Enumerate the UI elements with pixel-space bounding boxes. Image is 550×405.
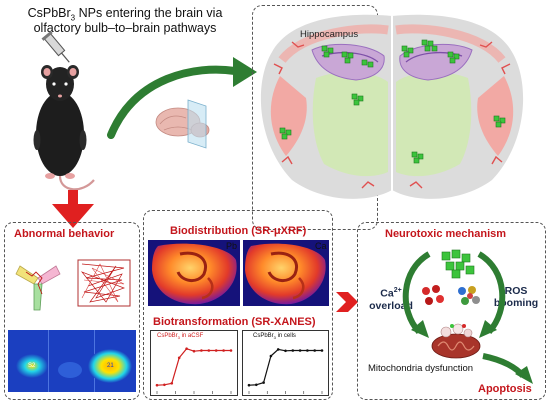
xanes-point — [214, 349, 218, 352]
syringe-icon — [41, 30, 70, 63]
xanes-point — [262, 381, 265, 384]
apoptosis-label: Apoptosis — [478, 383, 532, 395]
funnel-arrow — [52, 190, 94, 228]
hippocampus-label: Hippocampus — [300, 29, 359, 40]
xanes-point — [192, 349, 196, 353]
calcium-overload-label: Ca2+ overload — [369, 287, 413, 312]
xrf-ca-map — [243, 240, 329, 306]
xanes-point — [320, 349, 324, 352]
mitochondria-cell — [431, 323, 481, 359]
curved-arrow-to-brain — [107, 57, 257, 139]
nanoparticle-clusters — [279, 39, 506, 164]
biodistribution-title: Biodistribution (SR-μXRF) — [170, 225, 307, 237]
xrf-pb-map — [148, 240, 240, 306]
mouse-illustration — [33, 65, 95, 191]
xanes-point — [313, 349, 316, 352]
xanes-right-label: CsPbBr3 in cells — [253, 333, 296, 341]
zone-label-left: S2 — [28, 363, 36, 369]
xanes-curve — [156, 347, 231, 386]
xanes-plot-right: CsPbBr3 in cells — [242, 330, 329, 396]
title-line-1: CsPbBr3 NPs entering the brain via — [27, 6, 223, 23]
xrf-ca-label: Ca — [315, 241, 327, 251]
xanes-point — [207, 349, 211, 352]
xanes-point — [155, 383, 159, 387]
title-line-2: olfactory bulb–to–brain pathways — [33, 21, 217, 35]
xanes-point — [255, 383, 258, 387]
xanes-point — [229, 349, 233, 352]
np-cluster-icon — [441, 249, 475, 279]
xanes-point — [298, 349, 302, 352]
ros-molecule-icon — [458, 286, 480, 305]
behavior-title: Abnormal behavior — [14, 228, 115, 240]
xanes-left-label: CsPbBr3 in aCSF — [157, 333, 204, 341]
xanes-point — [276, 348, 280, 351]
panel-transition-arrow — [336, 292, 358, 312]
xanes-point — [163, 383, 166, 387]
xanes-point — [284, 349, 287, 353]
behavior-panel — [4, 222, 140, 400]
brain-coronal-section — [260, 14, 524, 199]
xanes-point — [291, 349, 295, 352]
xanes-plot-left: CsPbBr3 in aCSF — [150, 330, 238, 396]
analysis-panel — [143, 210, 333, 400]
xanes-point — [177, 356, 181, 360]
zone-label-right: 21 — [107, 363, 114, 369]
xanes-point — [222, 349, 225, 352]
biotransformation-title: Biotransformation (SR-XANES) — [153, 316, 316, 328]
xanes-left-chart — [155, 347, 233, 394]
sagittal-brain-icon — [155, 99, 210, 149]
neurotoxic-title: Neurotoxic mechanism — [385, 228, 507, 240]
xanes-point — [170, 382, 174, 385]
xanes-point — [200, 349, 203, 352]
calcium-ion-icon — [422, 285, 444, 305]
xanes-point — [247, 383, 251, 387]
open-field-track — [77, 259, 131, 307]
xanes-point — [185, 347, 188, 350]
xanes-curve — [248, 348, 322, 386]
mechanism-arrows — [402, 251, 533, 384]
xanes-point — [306, 349, 309, 352]
heatmap-arena — [8, 330, 136, 392]
xanes-point — [269, 354, 273, 358]
xanes-right-chart — [247, 348, 324, 394]
y-maze-illustration — [15, 265, 61, 311]
xrf-pb-label: Pb — [226, 241, 238, 251]
neurotoxic-panel — [357, 222, 546, 400]
mitochondria-label: Mitochondria dysfunction — [368, 363, 474, 374]
